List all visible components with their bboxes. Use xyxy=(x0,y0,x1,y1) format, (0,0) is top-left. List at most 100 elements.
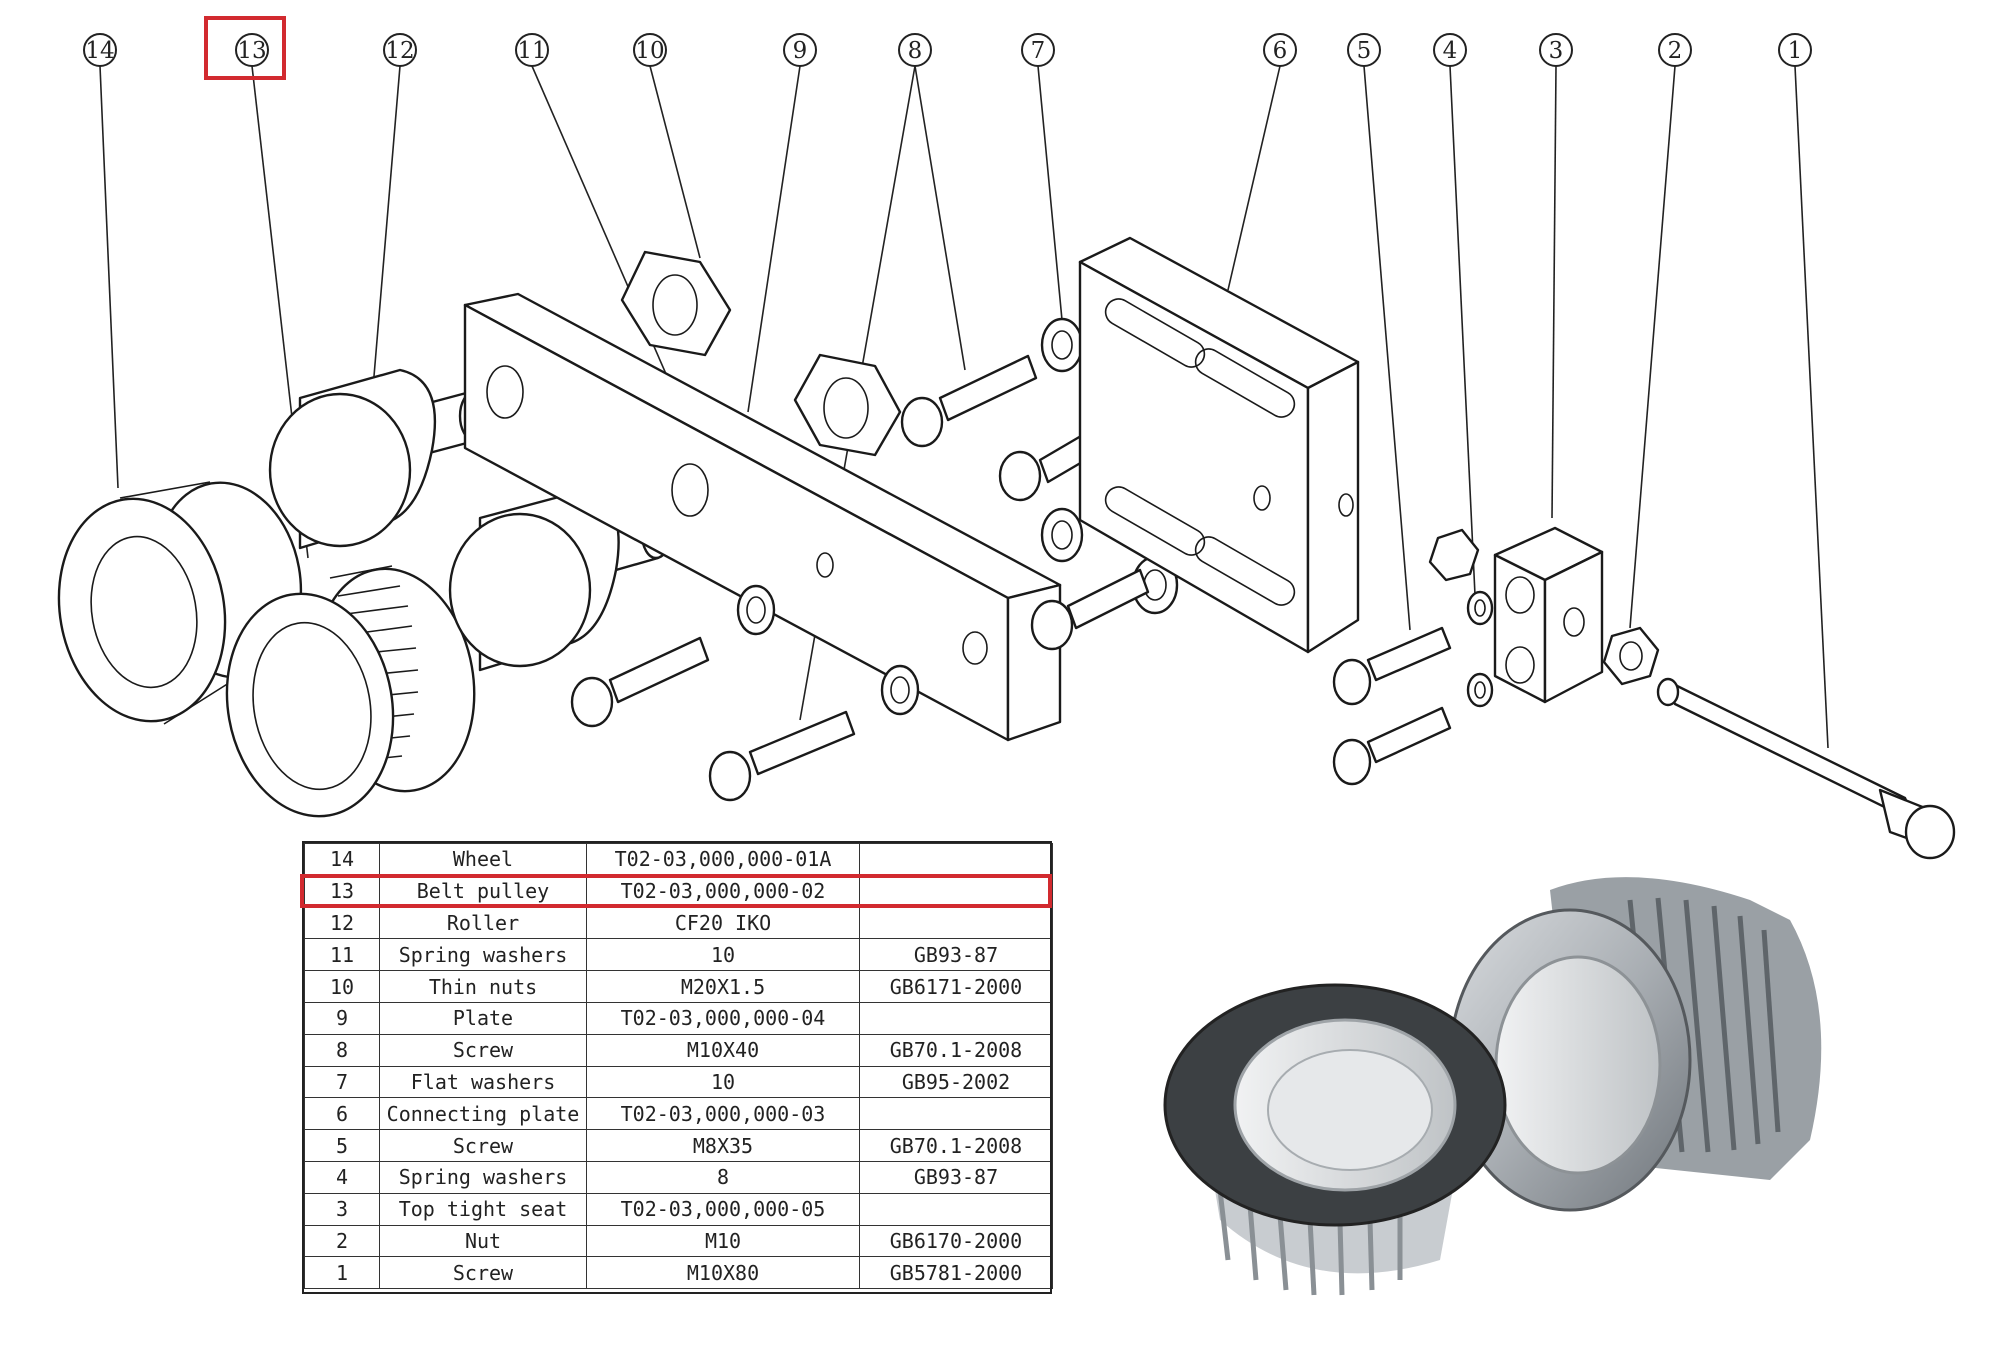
svg-text:1: 1 xyxy=(1788,38,1803,64)
callout-5: 5 xyxy=(1347,33,1381,67)
callout-14: 14 xyxy=(83,33,117,67)
part-9-plate xyxy=(463,292,1062,742)
bom-cell-no: 8 xyxy=(304,1033,380,1067)
part-4-2-washers-nuts xyxy=(1428,528,1660,708)
svg-text:4: 4 xyxy=(1443,38,1458,64)
bom-cell-std xyxy=(859,1192,1053,1226)
callout-8: 8 xyxy=(898,33,932,67)
callout-13: 13 xyxy=(235,33,269,67)
part-10-thin-nuts xyxy=(620,250,902,457)
bom-cell-no: 3 xyxy=(304,1192,380,1226)
svg-text:13: 13 xyxy=(237,38,266,64)
bom-cell-no: 14 xyxy=(304,843,380,876)
bom-cell-std: GB5781-2000 xyxy=(859,1256,1053,1290)
svg-text:14: 14 xyxy=(85,38,114,64)
bom-cell-spec: T02-03,000,000-03 xyxy=(586,1097,860,1131)
svg-text:12: 12 xyxy=(385,38,414,64)
callout-9: 9 xyxy=(783,33,817,67)
callout-13-highlight xyxy=(204,16,286,80)
bom-cell-no: 13 xyxy=(304,874,380,908)
bom-cell-spec: 10 xyxy=(586,938,860,972)
bom-cell-no: 1 xyxy=(304,1256,380,1290)
bom-cell-std xyxy=(859,874,1053,908)
bom-cell-std xyxy=(859,843,1053,876)
bom-cell-name: Screw xyxy=(379,1033,587,1067)
bom-cell-name: Plate xyxy=(379,1001,587,1035)
part-13-belt-pulley xyxy=(225,565,476,818)
bom-cell-spec: 8 xyxy=(586,1160,860,1194)
bom-cell-std: GB95-2002 xyxy=(859,1065,1053,1099)
callout-6: 6 xyxy=(1263,33,1297,67)
bom-cell-spec: T02-03,000,000-02 xyxy=(586,874,860,908)
svg-text:7: 7 xyxy=(1031,38,1046,64)
bom-cell-no: 9 xyxy=(304,1001,380,1035)
bom-cell-spec: T02-03,000,000-05 xyxy=(586,1192,860,1226)
part-6-connecting-plate xyxy=(1078,236,1360,654)
svg-text:5: 5 xyxy=(1357,38,1372,64)
bom-cell-name: Belt pulley xyxy=(379,874,587,908)
belt-pulley-photo xyxy=(1163,877,1822,1296)
bom-cell-spec: T02-03,000,000-04 xyxy=(586,1001,860,1035)
bom-cell-spec: 10 xyxy=(586,1065,860,1099)
bom-cell-no: 5 xyxy=(304,1129,380,1162)
bom-cell-spec: M10X80 xyxy=(586,1256,860,1290)
bom-cell-no: 2 xyxy=(304,1224,380,1258)
bom-cell-name: Connecting plate xyxy=(379,1097,587,1131)
bom-cell-std xyxy=(859,1097,1053,1131)
bom-cell-name: Screw xyxy=(379,1129,587,1162)
svg-text:3: 3 xyxy=(1549,38,1564,64)
bom-cell-name: Spring washers xyxy=(379,1160,587,1194)
bom-cell-name: Nut xyxy=(379,1224,587,1258)
callout-3: 3 xyxy=(1539,33,1573,67)
bom-cell-std: GB93-87 xyxy=(859,1160,1053,1194)
leader-lines xyxy=(99,65,1829,749)
bom-cell-std: GB93-87 xyxy=(859,938,1053,972)
callouts: 14 13 12 11 10 9 8 7 6 5 4 3 2 1 xyxy=(83,33,1812,67)
svg-text:10: 10 xyxy=(635,38,664,64)
bom-cell-std xyxy=(859,906,1053,940)
bom-cell-no: 11 xyxy=(304,938,380,972)
part-5-screws xyxy=(1332,626,1452,786)
bom-cell-spec: M20X1.5 xyxy=(586,970,860,1003)
svg-text:6: 6 xyxy=(1273,38,1288,64)
bom-cell-spec: M10 xyxy=(586,1224,860,1258)
bom-cell-no: 7 xyxy=(304,1065,380,1099)
bom-cell-name: Thin nuts xyxy=(379,970,587,1003)
bom-cell-spec: CF20 IKO xyxy=(586,906,860,940)
svg-text:2: 2 xyxy=(1668,38,1683,64)
bom-cell-no: 4 xyxy=(304,1160,380,1194)
callout-11: 11 xyxy=(515,33,549,67)
bom-cell-std: GB6171-2000 xyxy=(859,970,1053,1003)
callout-4: 4 xyxy=(1433,33,1467,67)
bom-cell-std xyxy=(859,1001,1053,1035)
bom-cell-name: Screw xyxy=(379,1256,587,1290)
bom-cell-std: GB6170-2000 xyxy=(859,1224,1053,1258)
bom-cell-name: Spring washers xyxy=(379,938,587,972)
bom-cell-no: 6 xyxy=(304,1097,380,1131)
bom-cell-std: GB70.1-2008 xyxy=(859,1129,1053,1162)
callout-12: 12 xyxy=(383,33,417,67)
bom-cell-no: 10 xyxy=(304,970,380,1003)
part-1-long-screw xyxy=(1656,677,1956,860)
svg-text:8: 8 xyxy=(908,38,923,64)
bom-cell-name: Roller xyxy=(379,906,587,940)
bom-cell-spec: M8X35 xyxy=(586,1129,860,1162)
callout-10: 10 xyxy=(633,33,667,67)
